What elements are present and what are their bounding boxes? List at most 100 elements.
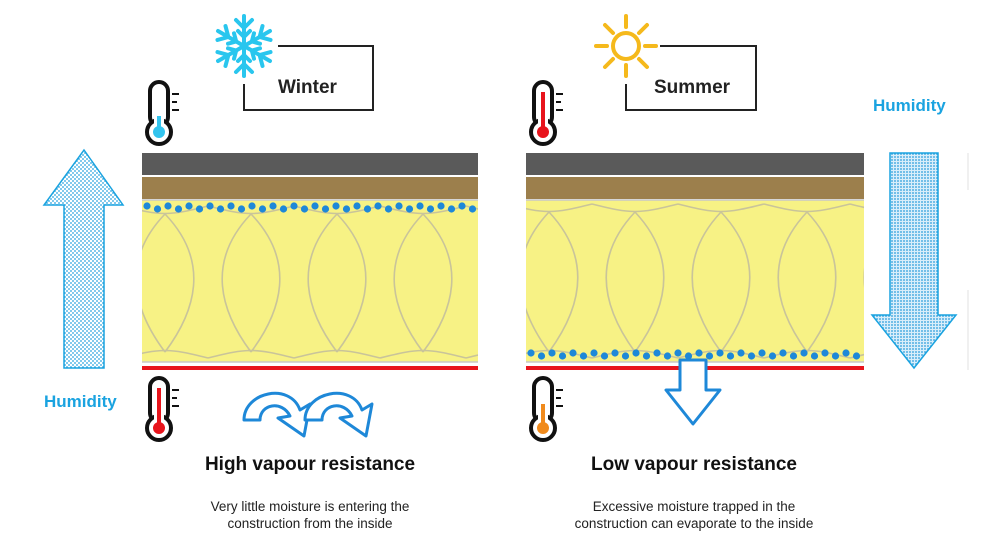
insulation-loop	[763, 203, 851, 359]
moisture-dot	[527, 349, 535, 357]
summer-description-line1: Excessive moisture trapped in the	[592, 499, 796, 514]
moisture-dot	[384, 205, 393, 213]
moisture-dot	[447, 205, 456, 213]
moisture-dot	[206, 202, 214, 210]
moisture-dot	[810, 352, 819, 360]
moisture-dot	[621, 352, 630, 360]
summer-panel	[526, 14, 969, 442]
moisture-dot	[426, 205, 435, 213]
moisture-dot	[405, 205, 414, 213]
moisture-dot	[758, 349, 766, 357]
winter-heading: High vapour resistance	[204, 454, 416, 475]
roof-layer-timber	[142, 177, 478, 199]
moisture-dot	[558, 352, 567, 360]
moisture-dot	[153, 205, 162, 213]
moisture-dot	[800, 349, 808, 357]
moisture-dot	[216, 205, 225, 213]
winter-description-line2: construction from the inside	[227, 516, 393, 531]
insulation-pattern	[526, 203, 864, 359]
winter-humidity-label: Humidity	[44, 392, 117, 411]
moisture-dot	[726, 352, 735, 360]
moisture-dot	[684, 352, 693, 360]
moisture-dot	[342, 205, 351, 213]
insulation-loop	[293, 205, 381, 359]
insulation-loop	[591, 203, 679, 359]
moisture-dot	[600, 352, 609, 360]
insulation-pattern	[142, 205, 478, 359]
moisture-dot	[579, 352, 588, 360]
moisture-dot	[537, 352, 546, 360]
moisture-dot	[716, 349, 724, 357]
insulation-layer	[526, 200, 864, 362]
moisture-dot	[590, 349, 598, 357]
moisture-dot	[842, 349, 850, 357]
moisture-dot	[705, 352, 714, 360]
moisture-dot	[416, 202, 424, 210]
moisture-dot	[821, 349, 829, 357]
moisture-dot	[395, 202, 403, 210]
snowflake-icon	[212, 14, 276, 78]
moisture-dot	[174, 205, 183, 213]
winter-label: Winter	[278, 77, 337, 98]
moisture-dot	[269, 202, 277, 210]
roof-layer-dark	[142, 153, 478, 175]
moisture-dot	[164, 202, 172, 210]
moisture-dot	[611, 349, 619, 357]
roof-layer-dark	[526, 153, 864, 175]
humidity-up-arrow	[42, 148, 125, 369]
moisture-dot	[768, 352, 777, 360]
winter-description: Very little moisture is entering the con…	[150, 498, 470, 532]
moisture-dot	[747, 352, 756, 360]
moisture-dot	[227, 202, 235, 210]
sun-icon	[594, 14, 658, 78]
moisture-dot	[290, 202, 298, 210]
winter-label-frame	[243, 45, 374, 111]
moisture-dot	[737, 349, 745, 357]
roof-layer-timber	[526, 177, 864, 199]
insulation-layer	[142, 200, 478, 362]
vapour-membrane	[142, 366, 478, 370]
moisture-dot	[779, 349, 787, 357]
moisture-dots-bottom	[527, 349, 861, 360]
moisture-dot	[353, 202, 361, 210]
insulation-loop	[207, 205, 295, 359]
moisture-dot	[195, 205, 204, 213]
summer-label-frame	[625, 45, 757, 111]
thermometer-warm-icon	[529, 80, 563, 146]
moisture-dot	[332, 202, 340, 210]
moisture-dots-top	[143, 202, 477, 213]
insulation-loop	[526, 203, 593, 359]
thermometer-hot-icon	[145, 376, 179, 442]
winter-description-line1: Very little moisture is entering the	[210, 499, 410, 514]
moisture-dot	[695, 349, 703, 357]
moisture-dot	[789, 352, 798, 360]
insulation-loop	[142, 205, 209, 359]
evaporation-arrow	[664, 358, 722, 426]
moisture-dot	[852, 352, 861, 360]
moisture-dot	[374, 202, 382, 210]
moisture-dot	[831, 352, 840, 360]
moisture-dot	[248, 202, 256, 210]
moisture-dot	[653, 349, 661, 357]
moisture-dot	[569, 349, 577, 357]
moisture-dot	[258, 205, 267, 213]
humidity-down-arrow	[870, 152, 958, 370]
moisture-dot	[185, 202, 193, 210]
moisture-dot	[321, 205, 330, 213]
moisture-dot	[468, 205, 477, 213]
moisture-dot	[674, 349, 682, 357]
moisture-dot	[548, 349, 556, 357]
winter-panel	[42, 14, 478, 442]
moisture-dot	[437, 202, 445, 210]
moisture-dot	[279, 205, 288, 213]
moisture-dot	[458, 202, 466, 210]
moisture-dot	[237, 205, 246, 213]
deflection-arrows	[242, 391, 374, 438]
moisture-dot	[143, 202, 151, 210]
insulation-loop	[379, 205, 467, 359]
moisture-dot	[300, 205, 309, 213]
summer-humidity-label: Humidity	[873, 96, 946, 115]
summer-description: Excessive moisture trapped in the constr…	[534, 498, 854, 532]
summer-label: Summer	[654, 77, 731, 98]
